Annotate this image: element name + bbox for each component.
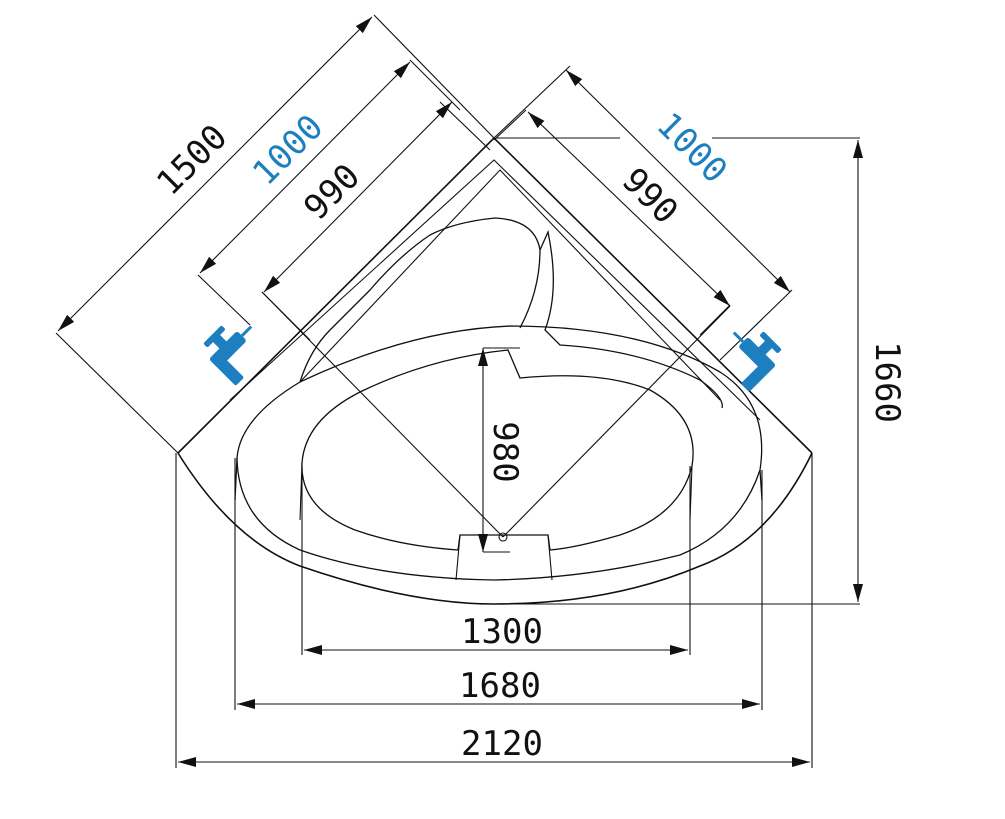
width-inner-label: 1300 <box>461 612 543 652</box>
height-dimension <box>496 137 863 605</box>
tub-outline <box>177 136 813 605</box>
left-diagonal-dimensions <box>55 14 495 454</box>
width-outer-label: 2120 <box>461 724 543 764</box>
right-diagonal-dimensions <box>493 65 793 361</box>
center-guide-lines <box>261 291 731 553</box>
width-mid-label: 1680 <box>459 666 541 706</box>
height-label: 1660 <box>867 341 907 423</box>
diag-mid-left-label: 990 <box>296 156 368 228</box>
inner-depth-label: 980 <box>485 421 525 482</box>
right-faucet-icon <box>732 331 782 392</box>
left-faucet-icon <box>203 325 253 386</box>
horizontal-dimensions <box>175 453 813 768</box>
diag-mid-right-label: 990 <box>614 160 686 232</box>
diag-outer-left-label: 1500 <box>149 117 235 203</box>
